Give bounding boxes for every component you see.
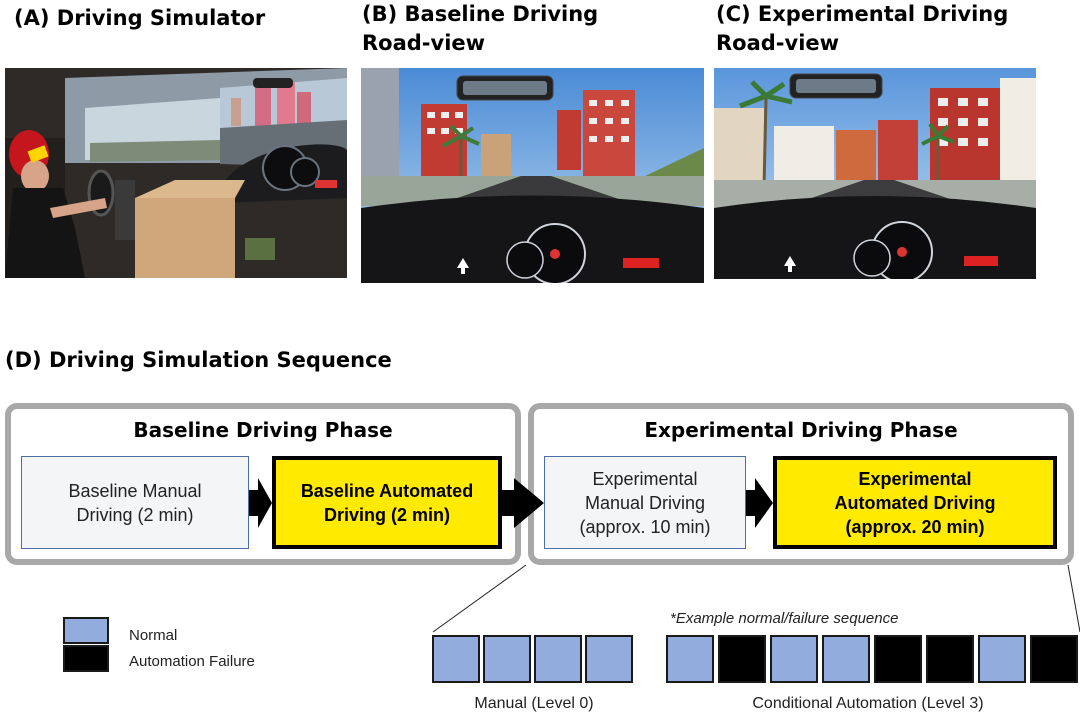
- panel-b-title: (B) Baseline Driving Road-view: [362, 2, 599, 55]
- driving-simulator-photo: [5, 68, 347, 278]
- baseline-road-view-photo: [361, 68, 704, 283]
- sequence-block-failure: [1030, 635, 1078, 683]
- legend-failure-label: Automation Failure: [129, 653, 255, 670]
- arrow-right-icon: [249, 478, 272, 528]
- sequence-block-failure: [874, 635, 922, 683]
- manual-blocks-row: [432, 635, 636, 685]
- sequence-block-normal: [822, 635, 870, 683]
- experimental-automated-driving-box: Experimental Automated Driving (approx. …: [773, 456, 1057, 549]
- experimental-manual-driving-box: Experimental Manual Driving (approx. 10 …: [544, 456, 746, 549]
- automation-level-caption: Conditional Automation (Level 3): [752, 695, 984, 712]
- experimental-phase-title: Experimental Driving Phase: [644, 418, 958, 442]
- sequence-block-failure: [926, 635, 974, 683]
- sequence-block-normal: [483, 635, 531, 683]
- legend-failure-swatch: [63, 645, 109, 672]
- baseline-phase-title: Baseline Driving Phase: [133, 418, 393, 442]
- arrow-right-icon: [746, 478, 773, 528]
- panel-c-title: (C) Experimental Driving Road-view: [716, 2, 1009, 55]
- zoom-line-left: [432, 564, 527, 633]
- sequence-block-normal: [432, 635, 480, 683]
- sequence-block-normal: [770, 635, 818, 683]
- panel-d-title: (D) Driving Simulation Sequence: [5, 348, 392, 372]
- example-sequence-note: *Example normal/failure sequence: [670, 610, 899, 627]
- manual-level-caption: Manual (Level 0): [474, 695, 594, 712]
- experimental-road-view-photo: [714, 68, 1036, 279]
- sequence-block-normal: [666, 635, 714, 683]
- sequence-block-normal: [534, 635, 582, 683]
- panel-a-title: (A) Driving Simulator: [14, 6, 266, 30]
- zoom-line-right: [1067, 564, 1080, 633]
- sequence-block-failure: [718, 635, 766, 683]
- baseline-manual-driving-box: Baseline Manual Driving (2 min): [21, 456, 249, 549]
- automation-blocks-row: [666, 635, 1080, 685]
- sequence-block-normal: [585, 635, 633, 683]
- baseline-automated-driving-box: Baseline Automated Driving (2 min): [272, 456, 502, 549]
- legend-normal-label: Normal: [129, 627, 178, 644]
- sequence-block-normal: [978, 635, 1026, 683]
- arrow-right-icon: [502, 478, 544, 528]
- legend-normal-swatch: [63, 617, 109, 644]
